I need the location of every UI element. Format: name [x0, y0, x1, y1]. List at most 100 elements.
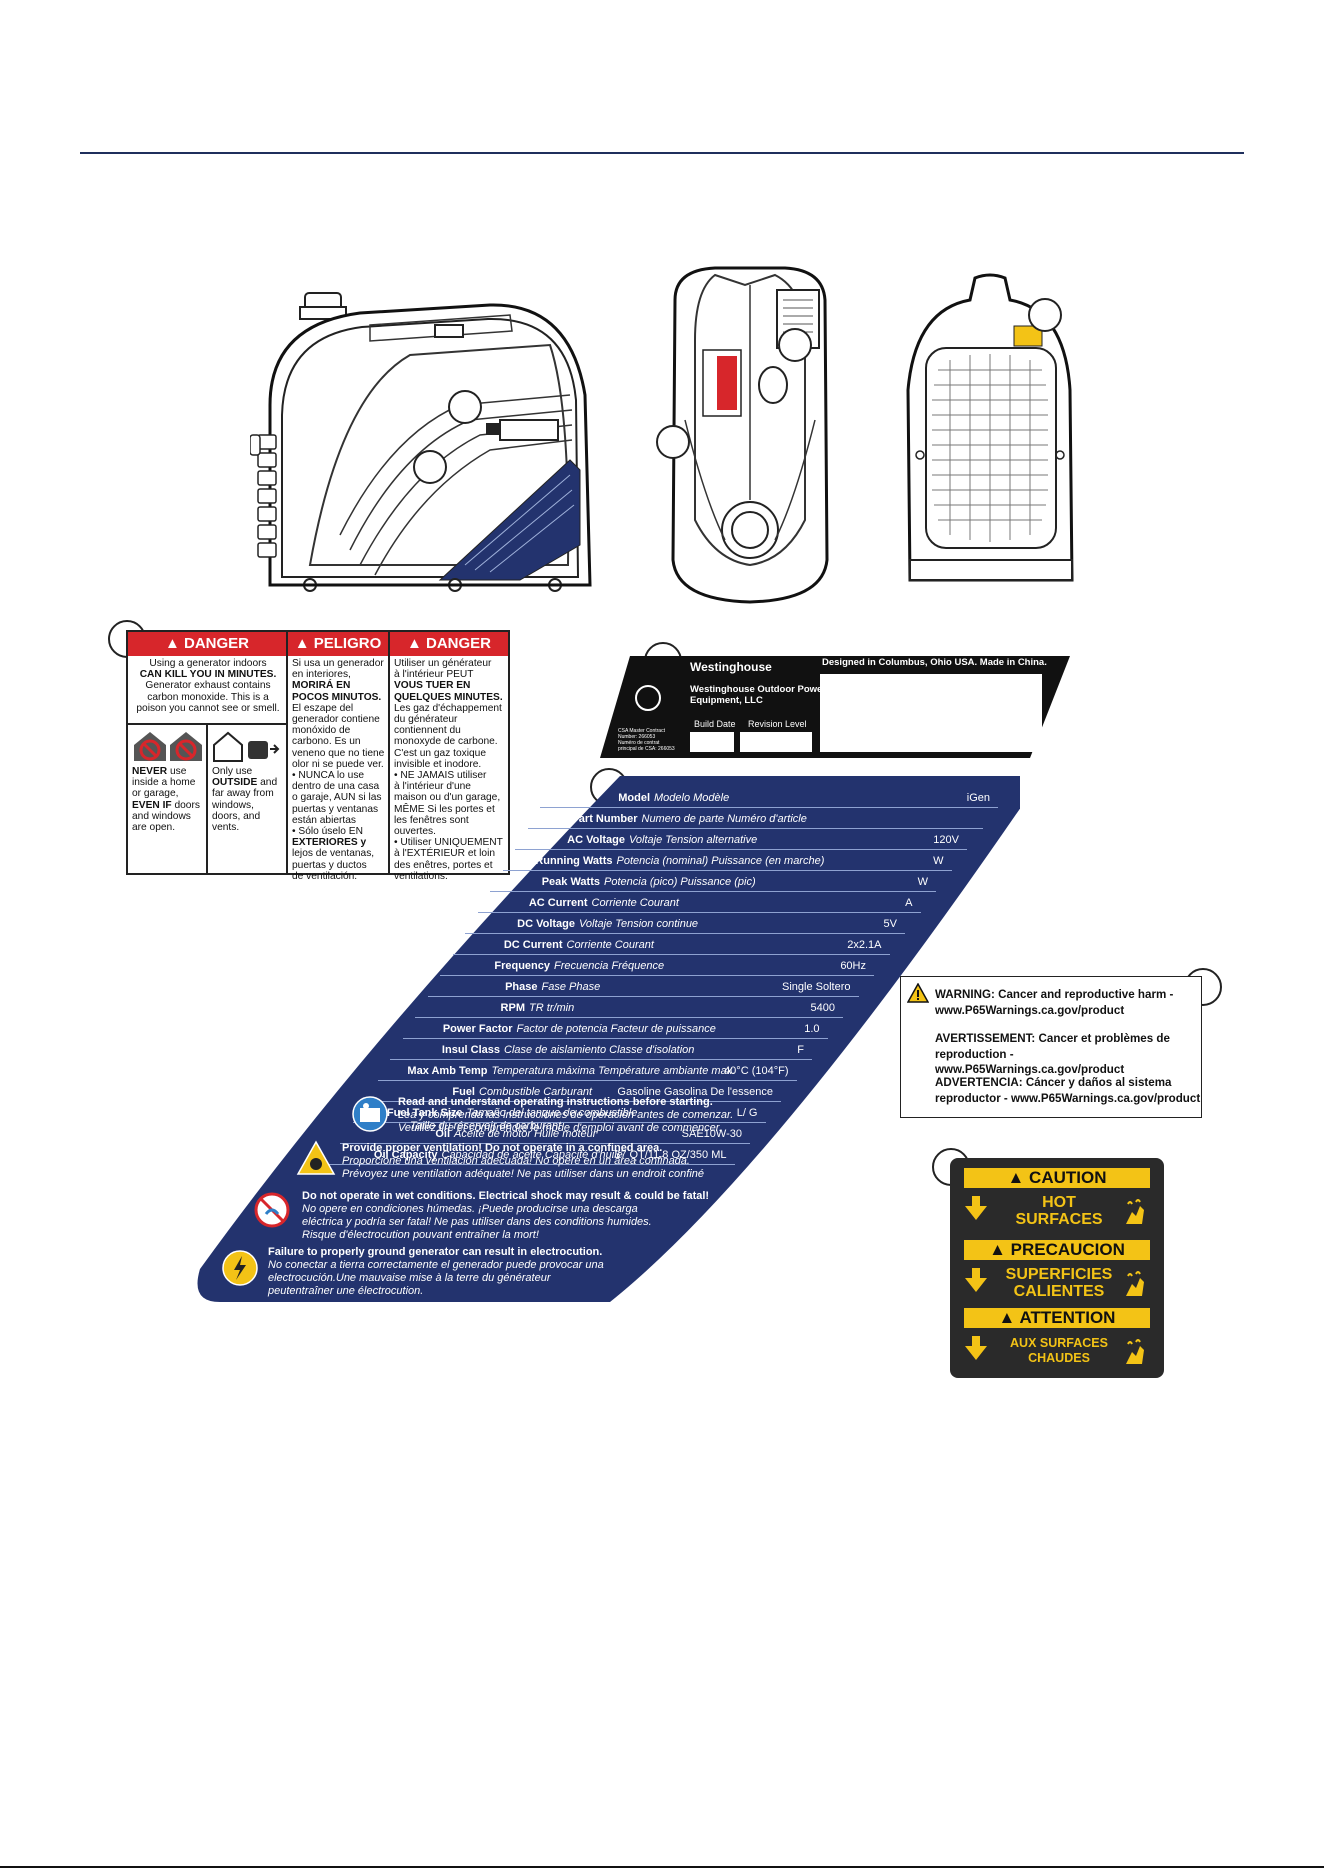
spec-row-label: Model [618, 792, 650, 804]
spec-row-value: SAE10W-30 [681, 1128, 742, 1140]
electrocution-icon [222, 1250, 258, 1286]
spec-row-label: DC Current [503, 939, 563, 951]
warning-triangle-icon [907, 983, 929, 1003]
spec-row-translation: Tamaño del tanque de combustible [466, 1107, 638, 1119]
hot-surface-hand-icon [1126, 1271, 1144, 1296]
generator-rear-view [906, 273, 1074, 582]
spec-label-background [197, 776, 1020, 1302]
spec-row-value: 2x2.1A [847, 939, 882, 951]
build-date-label: Build Date [694, 719, 736, 729]
ventilation-icon [296, 1140, 336, 1175]
caution-header: ▲ CAUTION [964, 1168, 1150, 1188]
warning-ventilation: Provide proper ventilation! Do not opera… [342, 1142, 705, 1180]
danger-header-en: ▲ DANGER [128, 632, 286, 656]
co-danger-label: ▲ DANGER ▲ PELIGRO ▲ DANGER Using a gene… [126, 630, 510, 882]
spec-row-value: 5V [883, 918, 897, 930]
down-arrow-icon [965, 1278, 987, 1292]
spec-row-value: 1.0 [804, 1023, 820, 1035]
danger-outside-text: Only use OUTSIDE and far away from windo… [212, 766, 278, 834]
spec-row-value: 40°C (104°F) [724, 1065, 789, 1077]
spec-row-translation: Aceite de motor Huile moteur [454, 1128, 597, 1140]
brand-name: Westinghouse [690, 660, 772, 674]
spec-row-label: Insul Class [441, 1044, 500, 1056]
hot-surface-hand-icon [1126, 1339, 1144, 1364]
spec-row-label: Max Amb Temp [407, 1065, 488, 1077]
spec-row-label: Oil [435, 1128, 450, 1140]
callout-circle [448, 390, 482, 424]
spec-row-translation: Voltaje Tension alternative [629, 834, 758, 846]
spec-row-value: 5400 [810, 1002, 835, 1014]
spec-row-translation: Frecuencia Fréquence [554, 960, 665, 972]
spec-row-value: 60Hz [840, 960, 866, 972]
spec-row-label: Oil Capacity [373, 1149, 438, 1161]
spec-row-label: Frequency [494, 960, 550, 972]
spec-row-value: F [797, 1044, 804, 1056]
down-arrow-icon [965, 1206, 987, 1220]
spec-row-value: A [905, 897, 913, 909]
spec-row-translation: Modelo Modèle [654, 792, 730, 804]
spec-row-value: Gasoline Gasolina De l'essence [617, 1086, 773, 1098]
spec-row-label: DC Voltage [517, 918, 575, 930]
precaucion-header: ▲ PRECAUCION [964, 1240, 1150, 1260]
spec-row-value: Single Soltero [782, 981, 851, 993]
outdoor-generator-icon [213, 731, 280, 762]
spec-row-label: AC Voltage [567, 834, 625, 846]
header-rule [80, 152, 1244, 154]
attention-header: ▲ ATTENTION [964, 1308, 1150, 1328]
spec-row-translation: TR tr/min [529, 1002, 575, 1014]
no-wet-icon [254, 1192, 290, 1228]
generator-side-view [250, 292, 592, 592]
hot-surface-hand-icon [1126, 1199, 1144, 1224]
spec-row-label: AC Current [528, 897, 588, 909]
spec-row-translation: Temperatura máxima Température ambiante … [491, 1065, 736, 1077]
footer-rule [0, 1866, 1324, 1868]
warning-ground: Failure to properly ground generator can… [268, 1246, 604, 1297]
spec-row-translation: Capacidad de aceite Capacité d'huile [441, 1149, 623, 1161]
spec-row-label: Running Watts [535, 855, 613, 867]
spec-row-translation: Numero de parte Numéro d'article [641, 813, 807, 825]
spec-row-label: Phase [505, 981, 538, 993]
spec-row-value: iGen [966, 792, 990, 804]
spec-row-value: 120V [933, 834, 959, 846]
spec-row-translation: Corriente Courant [566, 939, 654, 951]
spec-row-translation: Potencia (nominal) Puissance (en marche) [616, 855, 825, 867]
spec-row-translation: Clase de aislamiento Classe d'isolation [504, 1044, 695, 1056]
danger-never-text: NEVER use inside a home or garage, EVEN … [132, 766, 200, 834]
csa-icon [635, 685, 661, 711]
spec-row-label: Fuel Tank Size [386, 1107, 463, 1119]
spec-row-translation: Factor de potencia Facteur de puissance [516, 1023, 716, 1035]
spec-row-label: Fuel [452, 1086, 475, 1098]
callout-circle [413, 450, 447, 484]
prop65-warning-label: WARNING: Cancer and reproductive harm - … [900, 976, 1202, 1118]
spec-row-translation: Voltaje Tension continue [579, 918, 699, 930]
down-arrow-icon [965, 1346, 987, 1360]
rating-plate [600, 656, 1070, 758]
spec-row-translation: Corriente Courant [591, 897, 679, 909]
fuel-tank-translation-fr: Taille du réservoir de carburant [410, 1120, 562, 1132]
danger-header-fr: ▲ DANGER [390, 632, 508, 656]
spec-row-value: L/ G [736, 1107, 758, 1119]
spec-row-value: .37 QT/11.8 OZ/350 ML [611, 1149, 727, 1161]
callout-circle [778, 328, 812, 362]
spec-row-translation: Combustible Carburant [479, 1086, 593, 1098]
spec-row-label: Peak Watts [541, 876, 600, 888]
spec-row-label: Part Number [571, 813, 638, 825]
no-indoor-house-icon [134, 732, 202, 761]
spec-row-label: Power Factor [442, 1023, 513, 1035]
warning-manual: Read and understand operating instructio… [398, 1096, 734, 1134]
danger-header-es: ▲ PELIGRO [288, 632, 388, 656]
spec-row-value: W [917, 876, 928, 888]
danger-text-en: Using a generator indoors CAN KILL YOU I… [136, 658, 280, 714]
callout-circle [656, 425, 690, 459]
callout-circle [1028, 298, 1062, 332]
spec-row-label: RPM [500, 1002, 525, 1014]
designed-note: Designed in Columbus, Ohio USA. Made in … [822, 657, 1047, 668]
